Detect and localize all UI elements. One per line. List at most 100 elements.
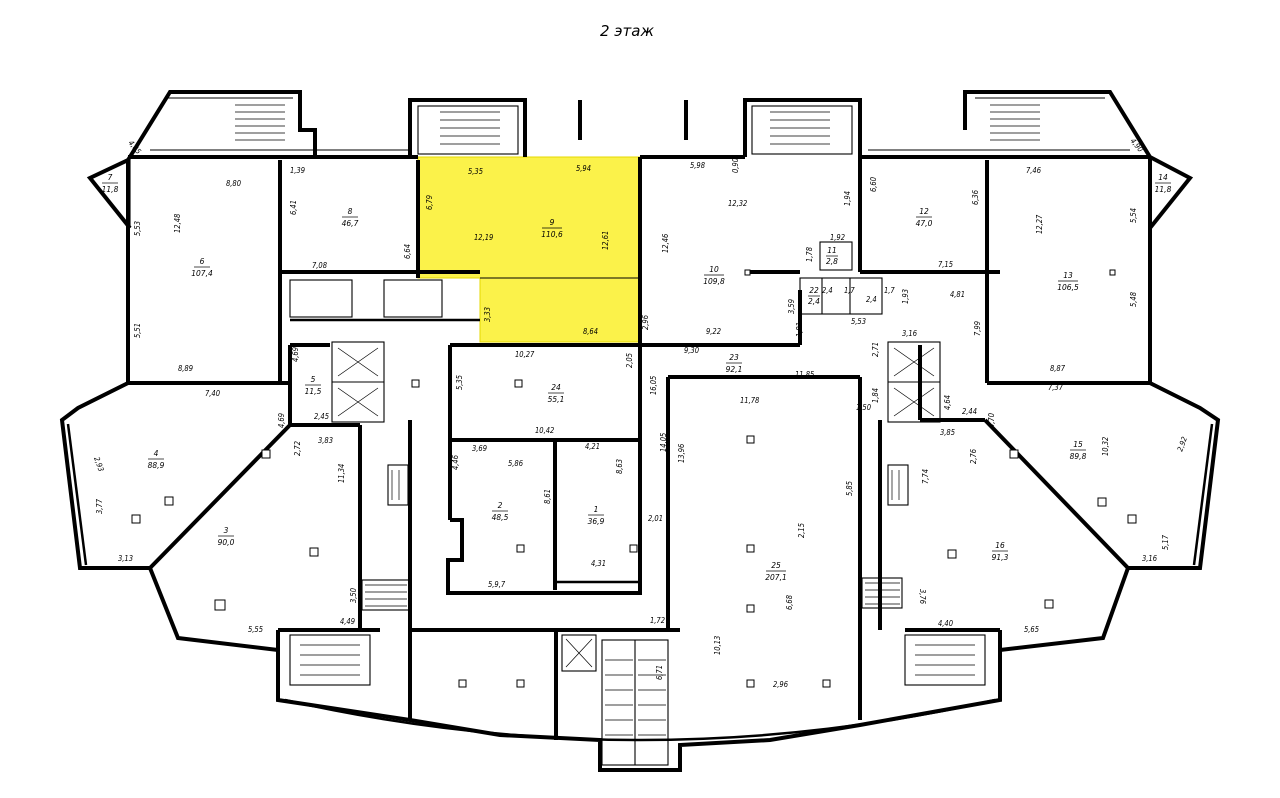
svg-text:3,76: 3,76 bbox=[918, 589, 927, 604]
svg-text:5,51: 5,51 bbox=[133, 323, 142, 338]
svg-text:5,35: 5,35 bbox=[468, 167, 483, 176]
svg-text:109,8: 109,8 bbox=[703, 277, 725, 286]
svg-text:6,36: 6,36 bbox=[971, 190, 980, 205]
svg-text:4,46: 4,46 bbox=[451, 455, 460, 470]
svg-text:89,8: 89,8 bbox=[1070, 452, 1087, 461]
svg-text:6: 6 bbox=[200, 257, 205, 266]
room-25: 25 207,1 bbox=[765, 561, 786, 582]
room-1: 136,9 bbox=[588, 505, 605, 526]
svg-text:6,71: 6,71 bbox=[655, 665, 664, 680]
svg-text:4,31: 4,31 bbox=[591, 559, 606, 568]
svg-text:92,1: 92,1 bbox=[726, 365, 743, 374]
svg-text:6,64: 6,64 bbox=[403, 244, 412, 259]
svg-text:8,63: 8,63 bbox=[615, 459, 624, 474]
svg-text:48,5: 48,5 bbox=[492, 513, 509, 522]
svg-text:2,8: 2,8 bbox=[826, 257, 838, 266]
svg-text:5: 5 bbox=[311, 375, 316, 384]
svg-text:16,05: 16,05 bbox=[649, 376, 658, 395]
svg-text:6,68: 6,68 bbox=[785, 595, 794, 610]
svg-text:3: 3 bbox=[224, 526, 229, 535]
svg-text:12: 12 bbox=[919, 207, 929, 216]
svg-text:207,1: 207,1 bbox=[765, 573, 786, 582]
columns bbox=[131, 269, 1137, 688]
svg-text:3,83: 3,83 bbox=[318, 436, 333, 445]
room-23: 23 92,1 bbox=[726, 353, 743, 374]
svg-text:8,61: 8,61 bbox=[543, 489, 552, 504]
svg-text:1,93: 1,93 bbox=[901, 289, 910, 304]
svg-text:4,69: 4,69 bbox=[277, 413, 286, 428]
svg-text:11,78: 11,78 bbox=[740, 396, 759, 405]
svg-text:1,94: 1,94 bbox=[843, 191, 852, 206]
svg-text:2,93: 2,93 bbox=[92, 456, 106, 473]
svg-text:8,87: 8,87 bbox=[1050, 364, 1066, 373]
svg-text:1,78: 1,78 bbox=[805, 247, 814, 262]
svg-text:6,41: 6,41 bbox=[289, 200, 298, 215]
svg-text:3,33: 3,33 bbox=[483, 307, 492, 322]
svg-text:7,40: 7,40 bbox=[205, 389, 220, 398]
svg-text:2,72: 2,72 bbox=[293, 441, 302, 456]
svg-text:13,96: 13,96 bbox=[677, 444, 686, 463]
svg-text:6,60: 6,60 bbox=[869, 177, 878, 192]
svg-text:5,48: 5,48 bbox=[1129, 292, 1138, 307]
svg-text:4,21: 4,21 bbox=[585, 442, 600, 451]
svg-text:46,7: 46,7 bbox=[342, 219, 359, 228]
svg-text:7,46: 7,46 bbox=[1026, 166, 1041, 175]
svg-text:55,1: 55,1 bbox=[548, 395, 565, 404]
svg-text:23: 23 bbox=[729, 353, 739, 362]
svg-text:25: 25 bbox=[771, 561, 781, 570]
svg-text:9: 9 bbox=[550, 218, 555, 227]
svg-text:110,6: 110,6 bbox=[541, 230, 563, 239]
svg-text:2,71: 2,71 bbox=[871, 342, 880, 357]
svg-text:0,90: 0,90 bbox=[731, 158, 740, 173]
svg-text:24: 24 bbox=[551, 383, 561, 392]
svg-text:10,27: 10,27 bbox=[515, 350, 535, 359]
svg-text:2,15: 2,15 bbox=[797, 523, 806, 538]
svg-text:1,7: 1,7 bbox=[844, 286, 855, 295]
svg-text:5,94: 5,94 bbox=[576, 164, 591, 173]
svg-text:5,65: 5,65 bbox=[1024, 625, 1039, 634]
svg-text:11,5: 11,5 bbox=[305, 387, 322, 396]
svg-text:14,05: 14,05 bbox=[659, 433, 668, 452]
svg-text:91,3: 91,3 bbox=[992, 553, 1009, 562]
svg-text:3,16: 3,16 bbox=[902, 329, 917, 338]
svg-text:2,96: 2,96 bbox=[773, 680, 788, 689]
svg-text:2,76: 2,76 bbox=[969, 449, 978, 464]
svg-text:5,55: 5,55 bbox=[248, 625, 263, 634]
room-12: 12 47,0 bbox=[916, 207, 933, 228]
svg-text:4,49: 4,49 bbox=[340, 617, 355, 626]
svg-text:7,74: 7,74 bbox=[921, 469, 930, 484]
svg-text:12,32: 12,32 bbox=[728, 199, 747, 208]
svg-text:2,01: 2,01 bbox=[648, 514, 663, 523]
svg-text:10,13: 10,13 bbox=[713, 636, 722, 655]
svg-text:5,53: 5,53 bbox=[133, 221, 142, 236]
svg-text:15: 15 bbox=[1073, 440, 1083, 449]
svg-text:1,7: 1,7 bbox=[884, 286, 895, 295]
svg-text:3,59: 3,59 bbox=[787, 299, 796, 314]
room-11: 112,8 bbox=[826, 246, 838, 266]
room-24: 24 55,1 bbox=[548, 383, 565, 404]
svg-text:2,05: 2,05 bbox=[625, 353, 634, 368]
svg-text:4: 4 bbox=[154, 449, 159, 458]
svg-text:4,81: 4,81 bbox=[950, 290, 965, 299]
room-7: 711,8 bbox=[102, 173, 119, 194]
svg-text:7,99: 7,99 bbox=[973, 321, 982, 336]
svg-text:22: 22 bbox=[809, 286, 819, 295]
svg-text:16: 16 bbox=[995, 541, 1005, 550]
svg-text:10: 10 bbox=[709, 265, 719, 274]
svg-text:2,4: 2,4 bbox=[822, 286, 833, 295]
svg-text:5,54: 5,54 bbox=[1129, 208, 1138, 223]
svg-text:90,0: 90,0 bbox=[218, 538, 235, 547]
svg-text:7,08: 7,08 bbox=[312, 261, 327, 270]
svg-text:5,35: 5,35 bbox=[455, 375, 464, 390]
svg-text:47,0: 47,0 bbox=[916, 219, 933, 228]
svg-text:12,48: 12,48 bbox=[173, 214, 182, 233]
svg-text:2,4: 2,4 bbox=[866, 295, 877, 304]
svg-text:7,15: 7,15 bbox=[938, 260, 953, 269]
floor-title: 2 этаж bbox=[600, 22, 654, 40]
svg-text:4,64: 4,64 bbox=[943, 395, 952, 410]
svg-text:5,53: 5,53 bbox=[851, 317, 866, 326]
svg-text:8,89: 8,89 bbox=[178, 364, 193, 373]
svg-text:2,44: 2,44 bbox=[962, 407, 977, 416]
